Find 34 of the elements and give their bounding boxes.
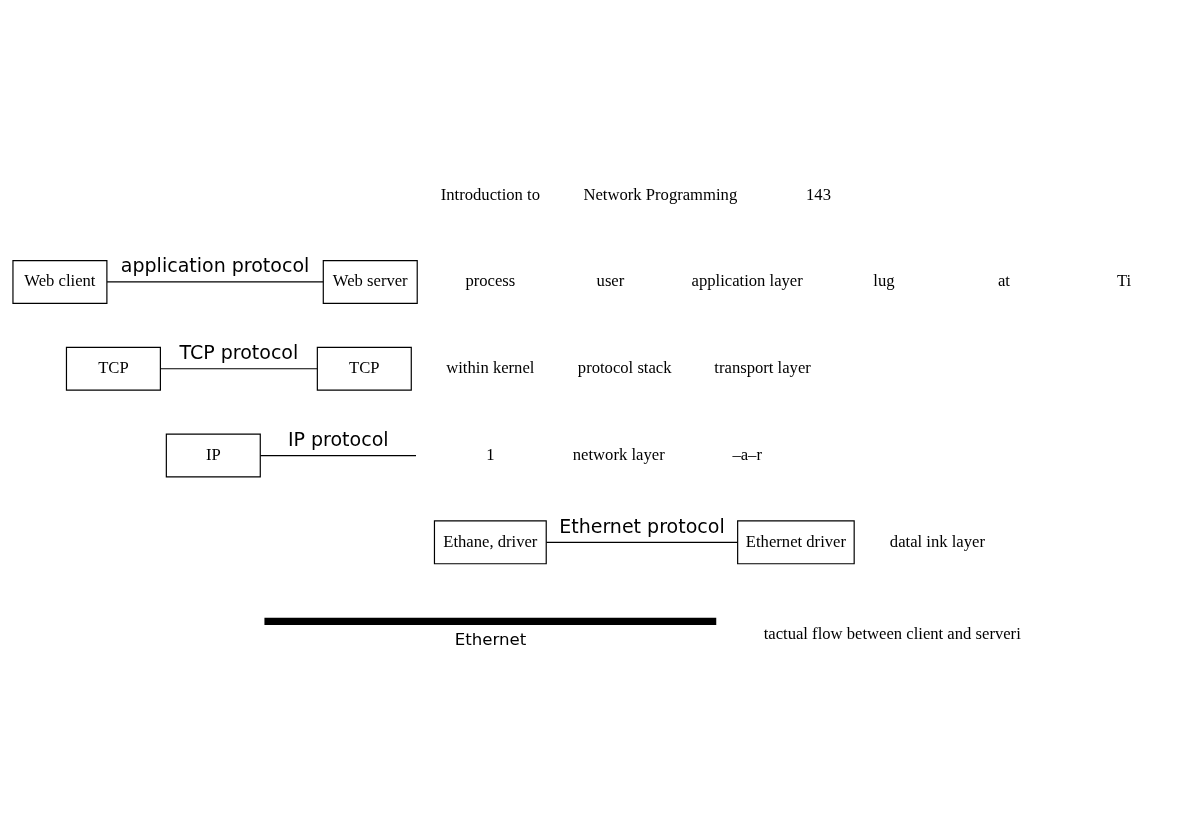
label: 1 [486, 444, 495, 464]
node-label: Ethernet [454, 630, 527, 650]
label: within kernel [446, 358, 535, 378]
label: process [465, 271, 516, 291]
label: protocol stack [577, 358, 672, 378]
label: Introduction to [440, 184, 540, 204]
label: transport layer [714, 358, 811, 378]
node-box: TCP [65, 346, 161, 391]
node-box: Ethernet driver [737, 520, 855, 565]
edge-label: application protocol [120, 254, 310, 277]
node-box: TCP [316, 346, 412, 391]
label: datal ink layer [889, 531, 985, 551]
label: at [997, 271, 1010, 291]
label: application layer [691, 271, 803, 291]
edge-label: TCP protocol [179, 341, 299, 363]
node-box: Web client [12, 259, 108, 304]
connector [160, 368, 318, 370]
label: 143 [806, 184, 831, 204]
label: –a–r [732, 444, 762, 464]
connector [545, 541, 739, 543]
edge-label: Ethernet protocol [559, 514, 725, 537]
node-box: Web server [322, 259, 418, 304]
label: Ti [1116, 271, 1132, 291]
label: Network Programming [583, 184, 738, 204]
label: user [596, 271, 625, 291]
label: network layer [572, 444, 665, 464]
node-box: Ethane, driver [433, 520, 547, 565]
connector [259, 454, 417, 457]
node-bar [264, 617, 717, 625]
label: lug [873, 271, 895, 291]
node-box: IP [165, 433, 261, 478]
label: tactual flow between client and serveri [763, 623, 1021, 643]
edge-label: IP protocol [287, 427, 389, 450]
connector [106, 281, 324, 283]
